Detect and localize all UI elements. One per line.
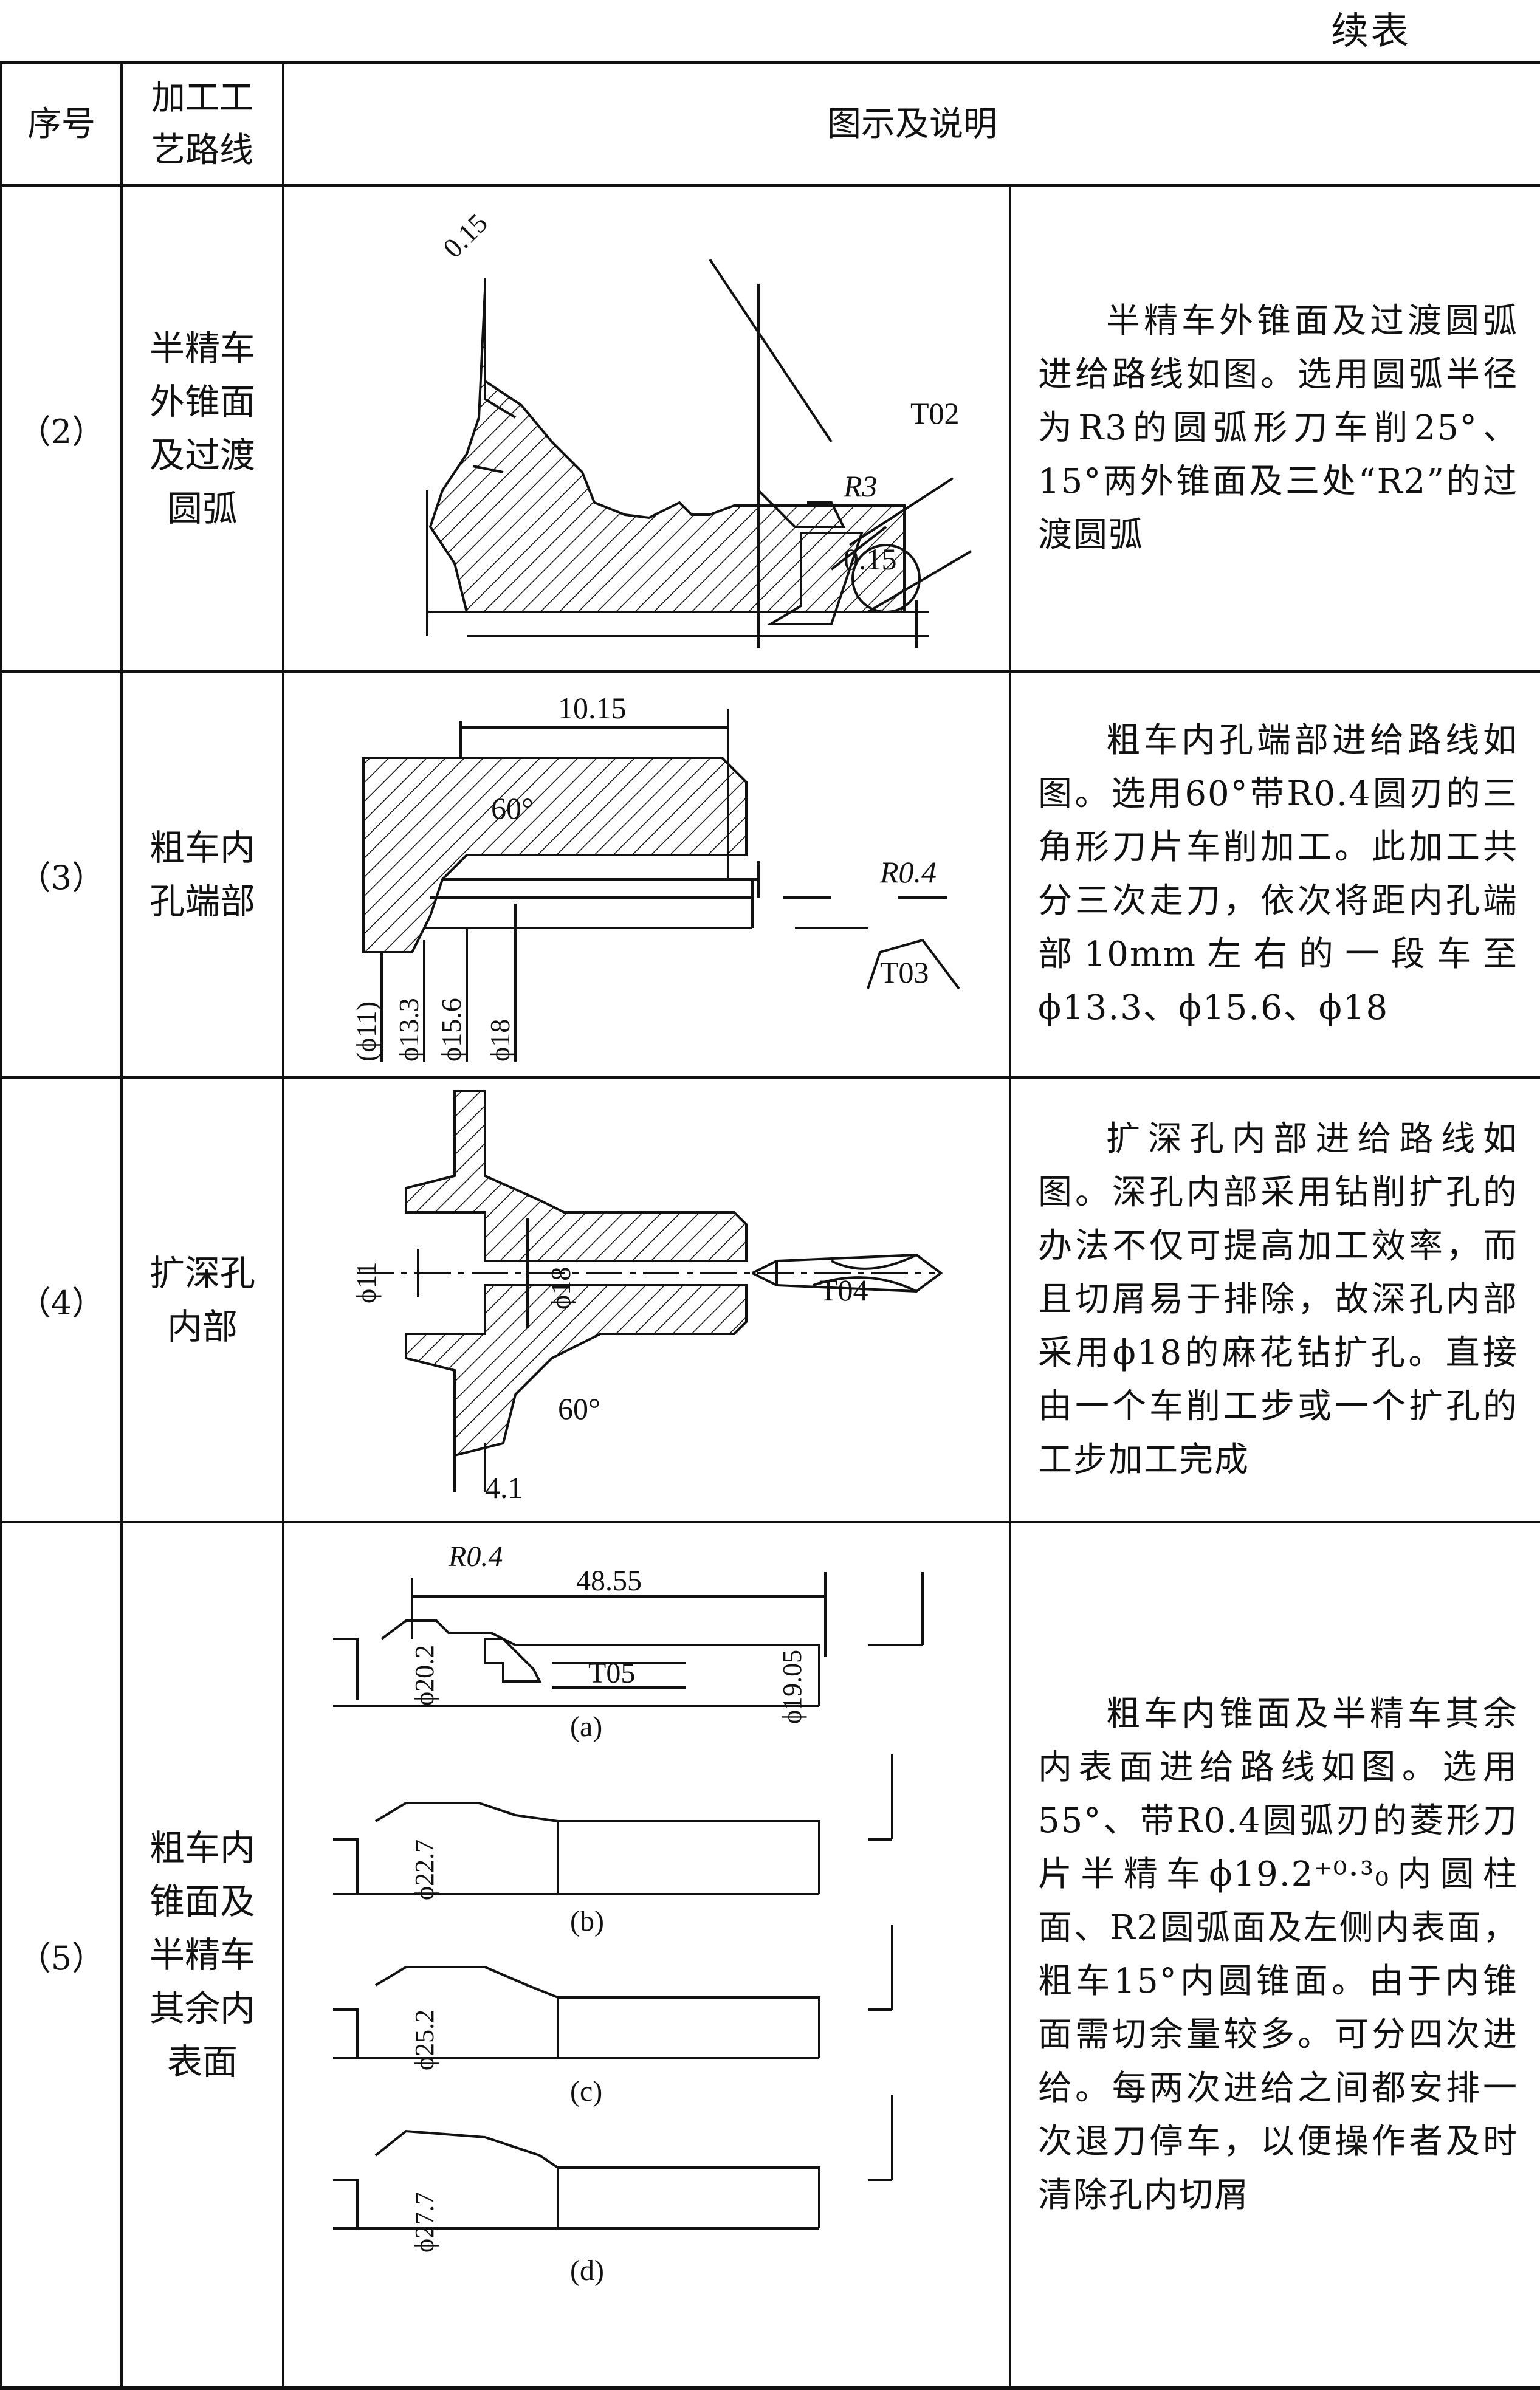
row-route: 粗车内孔端部 xyxy=(120,670,284,1079)
label-R0-4: R0.4 xyxy=(879,855,937,889)
label-4-1: 4.1 xyxy=(485,1471,523,1505)
row-index: （2） xyxy=(0,184,123,673)
label-T05: T05 xyxy=(588,1657,635,1689)
drawing-rough-inner-cone: R0.4 48.55 T05 ϕ20.2 ϕ19.05 (a) ϕ22.7 (b… xyxy=(333,1540,924,2287)
table-row: （5） 粗车内锥面及半精车其余内表面 xyxy=(0,1521,1540,2389)
row-description: 半精车外锥面及过渡圆弧进给路线如图。选用圆弧半径为R3的圆弧形刀车削25°、15… xyxy=(1009,184,1540,673)
label-phi27-7: ϕ27.7 xyxy=(410,2192,439,2253)
table-row: （4） 扩深孔内部 xyxy=(0,1076,1540,1523)
label-10-15: 10.15 xyxy=(558,691,627,725)
row-description: 粗车内锥面及半精车其余内表面进给路线如图。选用55°、带R0.4圆弧刃的菱形刀片… xyxy=(1009,1521,1540,2389)
label-T03: T03 xyxy=(880,955,929,989)
row-index: （3） xyxy=(0,670,123,1079)
header-route-text: 加工工艺路线 xyxy=(151,78,253,170)
header-index: 序号 xyxy=(0,61,123,187)
row-route: 半精车外锥面及过渡圆弧 xyxy=(120,184,284,673)
table-row: （3） 粗车内孔端部 xyxy=(0,670,1540,1079)
label-phi20-2: ϕ20.2 xyxy=(410,1645,439,1706)
drawing-semi-finish-outer-cone: 0.15 T02 R3 0.15 xyxy=(426,207,972,648)
label-48-55: 48.55 xyxy=(576,1565,642,1597)
figure-cell: 0.15 T02 R3 0.15 xyxy=(282,184,1011,673)
label-60deg: 60° xyxy=(491,791,534,825)
label-phi25-2: ϕ25.2 xyxy=(410,2010,439,2070)
label-phi18: ϕ18 xyxy=(484,1019,515,1062)
label-phi11: ϕ11 xyxy=(351,1262,382,1303)
continued-label: 续表 xyxy=(1330,9,1411,53)
label-b: (b) xyxy=(570,1905,604,1937)
drawing-rough-bore-end: 10.15 60° R0.4 T03 (ϕ11) ϕ13.3 ϕ15.6 ϕ18 xyxy=(351,691,960,1062)
label-phi19-05: ϕ19.05 xyxy=(777,1650,807,1724)
label-phi22-7: ϕ22.7 xyxy=(410,1839,439,1900)
row-index: （5） xyxy=(0,1521,123,2389)
label-a: (a) xyxy=(570,1711,602,1743)
row-description: 扩深孔内部进给路线如图。深孔内部采用钻削扩孔的办法不仅可提高加工效率，而且切屑易… xyxy=(1009,1076,1540,1523)
header-figure: 图示及说明 xyxy=(282,61,1540,187)
drawing-deep-hole-expand: ϕ11 ϕ18 T04 60° 4.1 xyxy=(351,1090,943,1505)
label-R3: R3 xyxy=(843,469,878,503)
label-0-15-bottom: 0.15 xyxy=(844,542,897,576)
table-row: （2） 半精车外锥面及过渡圆弧 xyxy=(0,184,1540,673)
label-60deg: 60° xyxy=(558,1392,600,1426)
label-T04: T04 xyxy=(819,1273,868,1307)
label-phi15-6: ϕ15.6 xyxy=(436,998,467,1062)
label-phi11: (ϕ11) xyxy=(351,1001,382,1062)
label-d: (d) xyxy=(570,2254,604,2287)
header-route: 加工工艺路线 xyxy=(120,61,284,187)
label-0-15-top: 0.15 xyxy=(437,207,493,264)
row-index: （4） xyxy=(0,1076,123,1523)
row-description: 粗车内孔端部进给路线如图。选用60°带R0.4圆刃的三角形刀片车削加工。此加工共… xyxy=(1009,670,1540,1079)
row-route: 扩深孔内部 xyxy=(120,1076,284,1523)
label-phi13-3: ϕ13.3 xyxy=(393,998,424,1062)
label-phi18: ϕ18 xyxy=(545,1267,576,1310)
figure-cell: R0.4 48.55 T05 ϕ20.2 ϕ19.05 (a) ϕ22.7 (b… xyxy=(282,1521,1011,2389)
process-table: 序号 加工工艺路线 图示及说明 （2） 半精车外锥面及过渡圆弧 xyxy=(0,61,1540,2390)
label-c: (c) xyxy=(570,2075,602,2107)
figure-cell: 10.15 60° R0.4 T03 (ϕ11) ϕ13.3 ϕ15.6 ϕ18 xyxy=(282,670,1011,1079)
label-T02: T02 xyxy=(910,396,960,430)
figure-cell: ϕ11 ϕ18 T04 60° 4.1 xyxy=(282,1076,1011,1523)
row-route: 粗车内锥面及半精车其余内表面 xyxy=(120,1521,284,2389)
label-R0-4: R0.4 xyxy=(448,1540,503,1573)
